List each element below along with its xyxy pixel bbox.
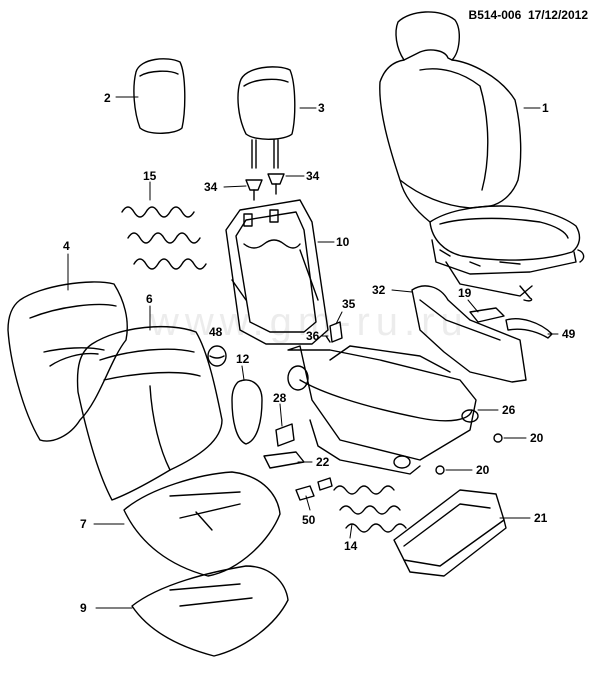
diagram-code: B514-006 bbox=[468, 8, 522, 22]
trim-19 bbox=[470, 308, 504, 322]
complete-seat-assembly bbox=[380, 12, 584, 301]
screw-20a bbox=[494, 434, 502, 442]
lever-28 bbox=[276, 424, 294, 446]
callout-28: 28 bbox=[273, 391, 287, 405]
callout-34b: 34 bbox=[306, 169, 320, 183]
seat-pan-21 bbox=[394, 490, 506, 576]
mechanism-bracket-35 bbox=[330, 322, 342, 342]
callout-21: 21 bbox=[534, 511, 548, 525]
callout-22: 22 bbox=[316, 455, 330, 469]
callout-26: 26 bbox=[502, 403, 516, 417]
callout-6: 6 bbox=[146, 292, 153, 306]
clip-50 bbox=[296, 478, 332, 500]
callout-9: 9 bbox=[80, 601, 87, 615]
callout-19: 19 bbox=[458, 286, 472, 300]
callout-48: 48 bbox=[209, 325, 223, 339]
callout-14: 14 bbox=[344, 539, 358, 553]
screw-36 bbox=[326, 336, 330, 342]
headrest-3 bbox=[238, 67, 295, 168]
diagram-reference-header: B514-006 17/12/2012 bbox=[469, 8, 588, 22]
seat-springs-14 bbox=[334, 486, 406, 532]
callout-4: 4 bbox=[63, 239, 70, 253]
diagram-date: 17/12/2012 bbox=[527, 8, 588, 22]
seat-frame-26 bbox=[288, 346, 478, 474]
callout-10: 10 bbox=[336, 235, 350, 249]
bracket-22 bbox=[264, 452, 304, 468]
screw-20b bbox=[436, 466, 444, 474]
knob-48 bbox=[208, 346, 226, 366]
callout-32: 32 bbox=[372, 283, 386, 297]
callout-7: 7 bbox=[80, 517, 87, 531]
callout-36: 36 bbox=[306, 329, 320, 343]
seat-cover-9 bbox=[132, 566, 288, 656]
callout-3: 3 bbox=[318, 101, 325, 115]
callout-49: 49 bbox=[562, 327, 576, 341]
callout-20b: 20 bbox=[476, 463, 490, 477]
handle-49 bbox=[506, 319, 552, 338]
backrest-springs-15 bbox=[122, 207, 206, 269]
callout-2: 2 bbox=[104, 91, 111, 105]
headrest-guides-34 bbox=[246, 174, 284, 200]
callout-leader-lines bbox=[68, 97, 558, 608]
backrest-cover-4 bbox=[8, 282, 127, 441]
callout-50: 50 bbox=[302, 513, 316, 527]
callout-15: 15 bbox=[143, 169, 157, 183]
callout-20a: 20 bbox=[530, 431, 544, 445]
callout-35: 35 bbox=[342, 297, 356, 311]
seat-cushion-7 bbox=[124, 472, 280, 576]
callout-34a: 34 bbox=[204, 180, 218, 194]
callout-12: 12 bbox=[236, 352, 250, 366]
headrest-2 bbox=[134, 59, 185, 133]
watermark: www.gm-ru.ru bbox=[150, 300, 469, 344]
side-trim-12 bbox=[232, 380, 262, 444]
backrest-frame-10 bbox=[226, 200, 328, 344]
callout-1: 1 bbox=[542, 101, 549, 115]
backrest-pad-6 bbox=[78, 327, 222, 500]
side-panel-32 bbox=[412, 286, 526, 382]
